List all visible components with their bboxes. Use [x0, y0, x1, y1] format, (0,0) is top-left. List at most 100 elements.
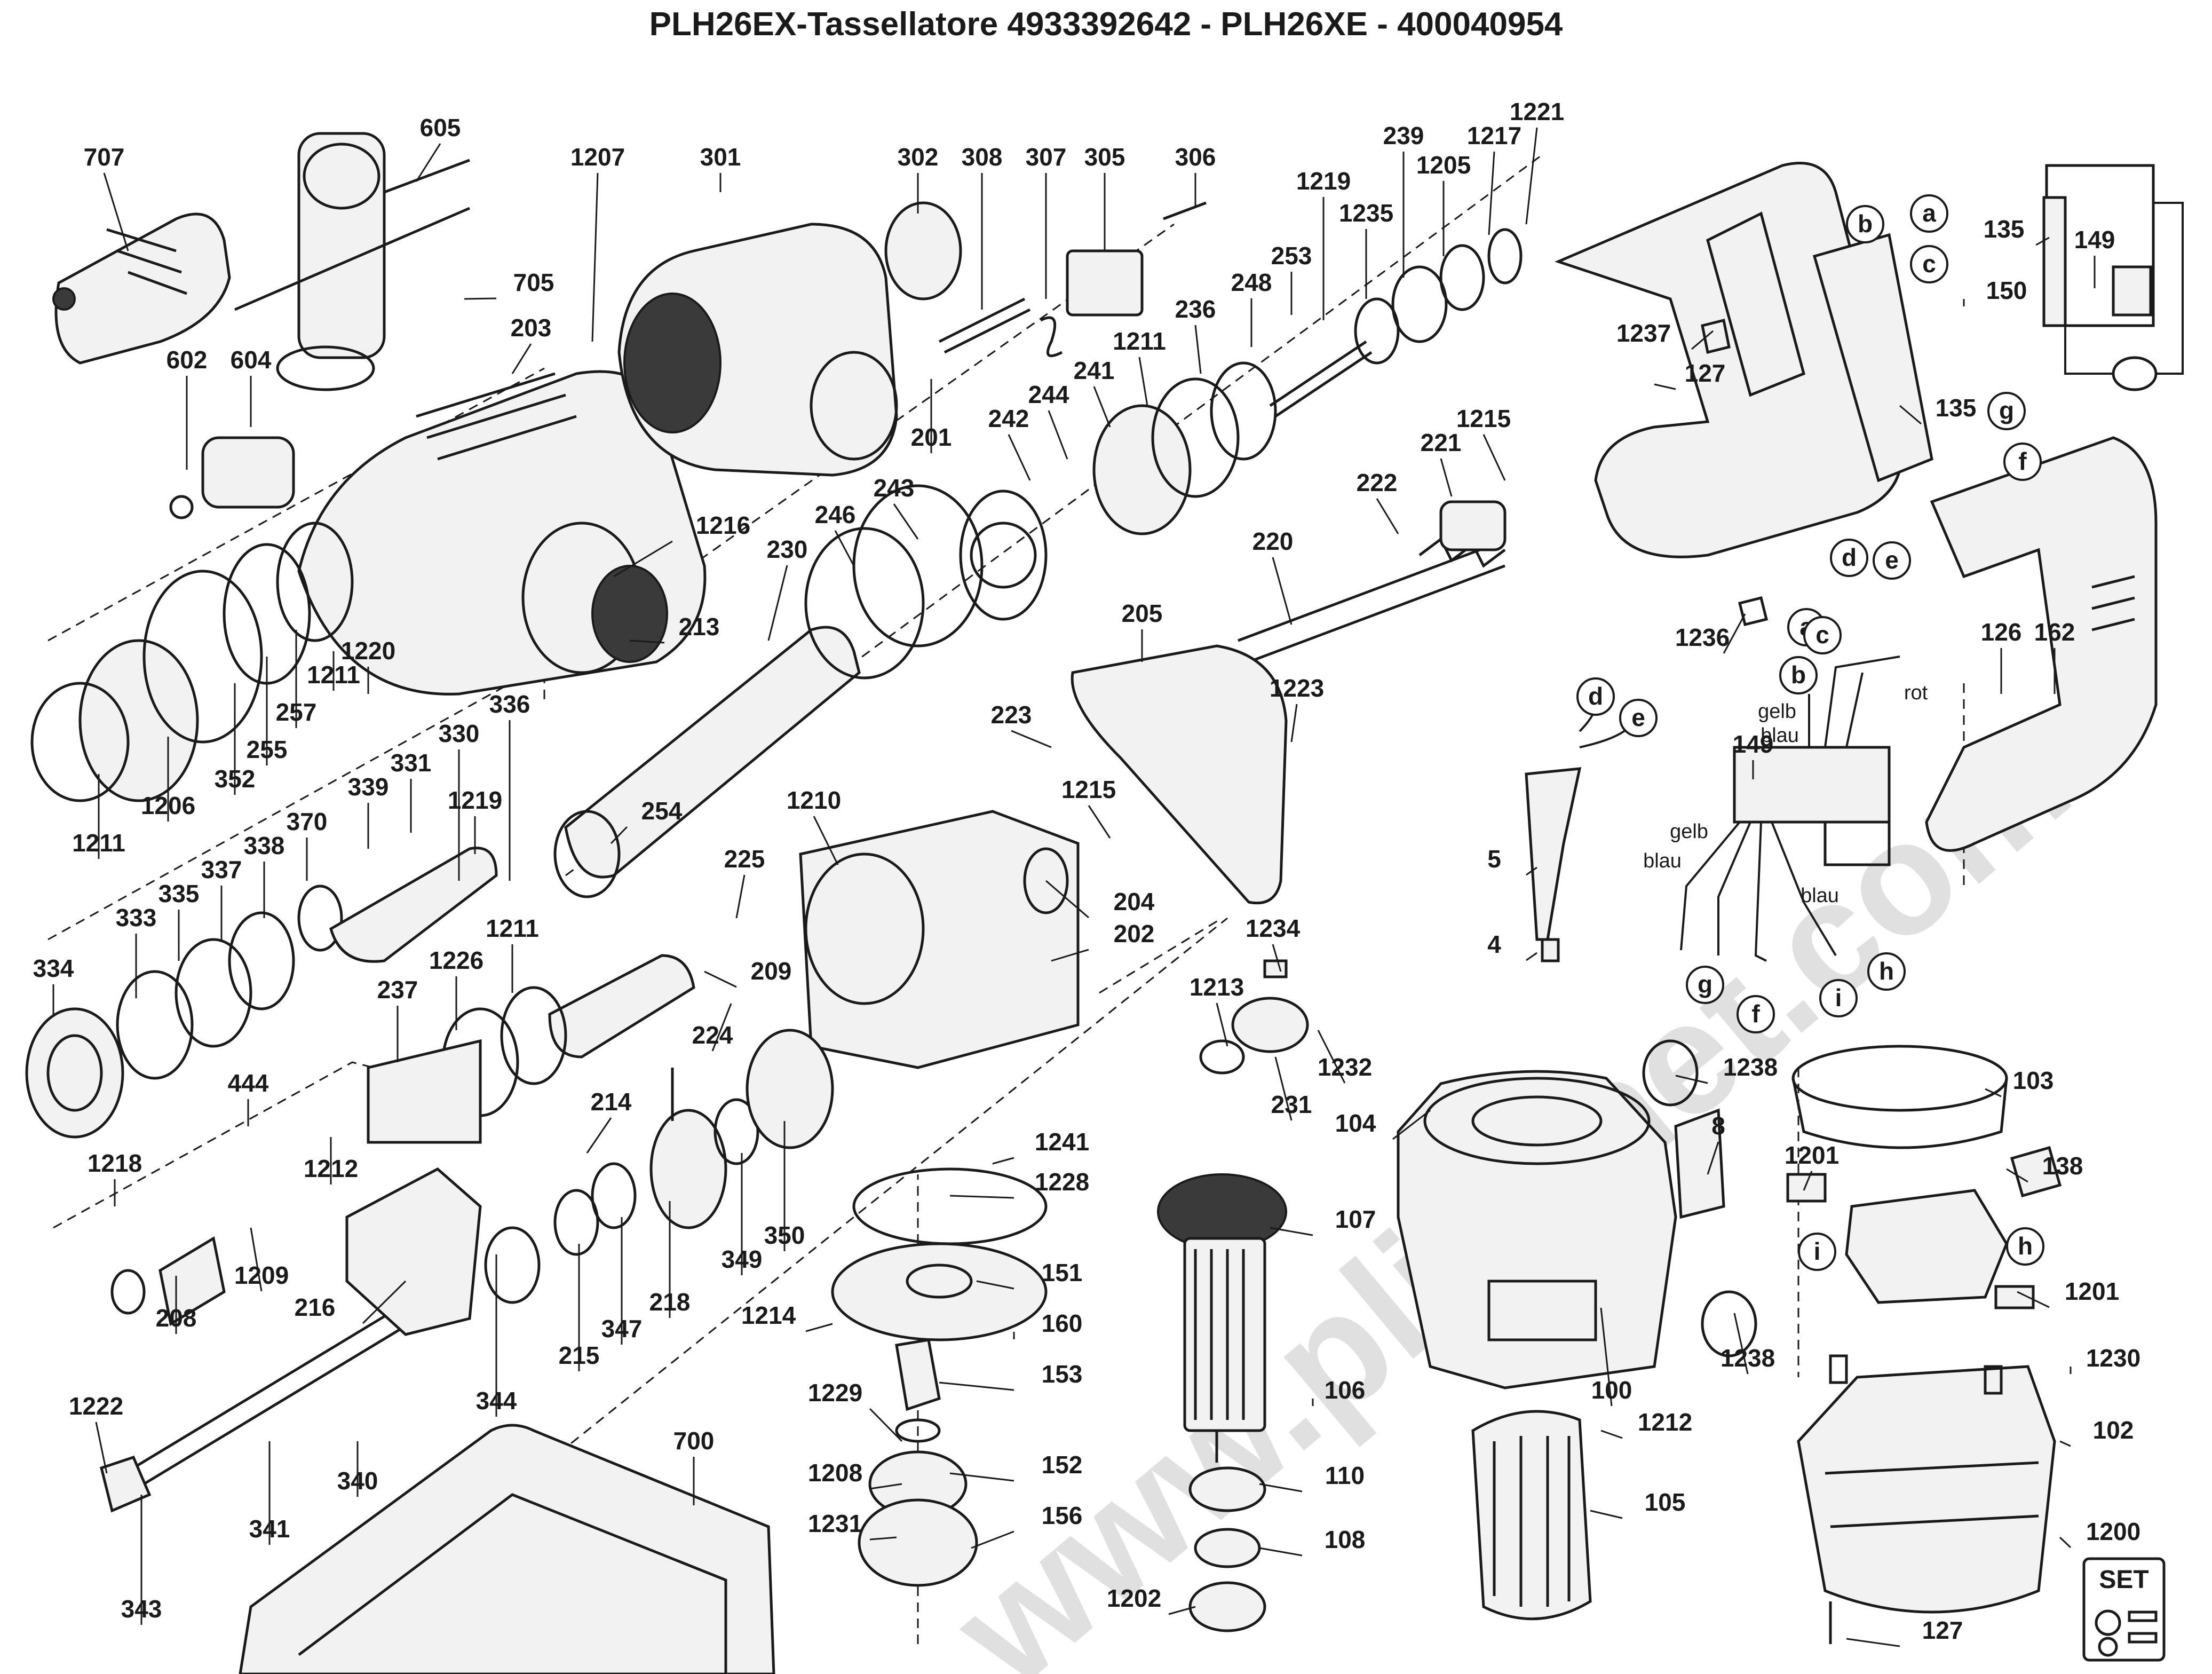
callout-circle [1576, 677, 1615, 716]
leader-line [1600, 1430, 1623, 1439]
callout-g: g [1987, 392, 2026, 430]
part-label-339: 339 [348, 773, 389, 849]
part-label-162: 162 [2034, 618, 2075, 694]
leader-line [2006, 1168, 2028, 1183]
part-number: 1212 [304, 1155, 358, 1182]
part-label-203: 203 [511, 314, 552, 374]
part-label-223: 223 [991, 701, 1052, 748]
part-number: 1214 [741, 1301, 796, 1329]
part-number: 149 [2074, 226, 2115, 254]
part-label-331: 331 [391, 749, 431, 833]
part-number: 255 [247, 736, 288, 763]
diagram-title: PLH26EX-Tassellatore 4933392642 - PLH26X… [649, 6, 1563, 43]
part-number: 223 [991, 701, 1032, 729]
part-number: 1228 [1035, 1168, 1089, 1196]
part-number: 100 [1591, 1376, 1632, 1404]
leader-line [1600, 1307, 1613, 1407]
part-label-1216: 1216 [613, 511, 750, 578]
part-number: 151 [1042, 1259, 1083, 1286]
leader-line [971, 1530, 1014, 1549]
part-number: 1211 [307, 661, 360, 689]
leader-line [1259, 1483, 1303, 1493]
leader-line [805, 1323, 833, 1332]
part-number: 1208 [808, 1459, 862, 1487]
carry-case-700 [239, 1424, 775, 1674]
part-label-333: 333 [116, 904, 157, 998]
part-number: 253 [1271, 242, 1312, 270]
part-label-106: 106 [1312, 1376, 1365, 1406]
leader-line [1008, 434, 1031, 481]
leader-line [610, 826, 628, 844]
callout-circle [1737, 995, 1775, 1033]
part-number: 1234 [1246, 914, 1301, 942]
part-number: 160 [1042, 1309, 1083, 1337]
part-label-308: 308 [962, 143, 1003, 310]
part-number: 1216 [696, 511, 750, 539]
part-label-605: 605 [415, 114, 461, 182]
part-number: 1231 [808, 1510, 862, 1537]
part-number: 205 [1122, 599, 1163, 627]
part-label-347: 347 [601, 1217, 642, 1345]
callout-letter: a [1922, 199, 1936, 227]
leader-line [1270, 1227, 1313, 1236]
part-label-108: 108 [1259, 1526, 1365, 1557]
leader-line [1011, 730, 1052, 748]
part-number: 333 [116, 904, 157, 931]
part-number: 135 [1984, 215, 2025, 243]
part-number: 138 [2042, 1152, 2083, 1180]
part-label-105: 105 [1590, 1488, 1685, 1519]
part-label-201: 201 [911, 379, 952, 453]
callout-letter: i [1814, 1237, 1821, 1265]
part-label-307: 307 [1026, 143, 1066, 299]
leader-line [1691, 330, 1714, 350]
part-number: 209 [751, 957, 792, 985]
part-number: 241 [1074, 357, 1115, 384]
part-label-100: 100 [1591, 1307, 1632, 1407]
part-number: 349 [722, 1245, 763, 1273]
leader-line [976, 1280, 1014, 1290]
part-number: 203 [511, 314, 552, 342]
part-number: 444 [228, 1069, 269, 1097]
part-label-5: 5 [1487, 845, 1537, 876]
leader-line [1675, 1075, 1708, 1084]
bearing-support-1210 [799, 810, 1080, 1069]
callout-f: f [1737, 995, 1775, 1033]
callout-circle [1819, 979, 1858, 1017]
part-number: 126 [1981, 618, 2022, 646]
piston-1226 [367, 954, 695, 1144]
part-number: 308 [962, 143, 1003, 171]
part-label-1212: 1212 [304, 1137, 358, 1185]
part-number: 230 [767, 535, 808, 563]
part-number: 338 [244, 832, 285, 859]
front-cap-334 [25, 885, 343, 1139]
part-number: 8 [1711, 1112, 1725, 1140]
leader-line [1138, 357, 1148, 406]
part-label-1235: 1235 [1339, 199, 1393, 299]
part-label-1202: 1202 [1107, 1584, 1196, 1615]
callout-circle [1798, 1233, 1836, 1271]
part-label-1230: 1230 [2070, 1344, 2140, 1374]
callout-circle [1867, 952, 1906, 991]
part-label-1211: 1211 [72, 774, 125, 859]
part-number: 1238 [1723, 1053, 1778, 1081]
springs-222 [1238, 500, 1507, 664]
part-number: 330 [439, 720, 480, 747]
part-number: 1219 [1296, 167, 1351, 195]
part-label-1228: 1228 [949, 1168, 1089, 1199]
cable-4 [1525, 693, 1634, 962]
part-number: 221 [1421, 429, 1462, 456]
part-number: 707 [84, 143, 125, 171]
wire-color-label: gelb [1670, 820, 1708, 843]
impact-mechanism-236 [1092, 228, 1523, 535]
callout-letter: c [1922, 250, 1936, 278]
part-label-1213: 1213 [1190, 973, 1244, 1047]
part-number: 220 [1252, 527, 1294, 555]
leader-line [767, 565, 788, 641]
callout-d: d [1576, 677, 1615, 716]
part-label-135: 135 [1984, 215, 2050, 246]
part-number: 1205 [1416, 151, 1471, 179]
part-number: 242 [988, 405, 1029, 432]
cover-205 [1071, 644, 1288, 905]
part-number: 202 [1114, 920, 1155, 947]
gear-set-160 [831, 1167, 1048, 1587]
